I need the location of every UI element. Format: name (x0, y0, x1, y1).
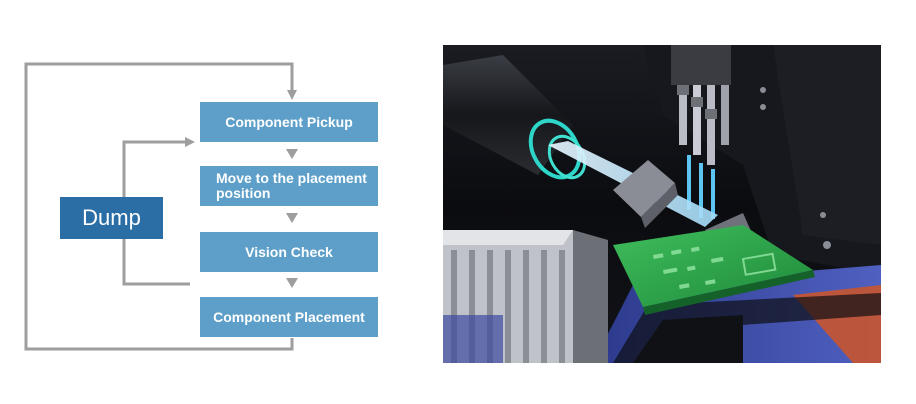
camera-lens-ring (528, 118, 582, 180)
dump-box: Dump (60, 197, 163, 239)
pcb-traces (653, 246, 777, 289)
frame-bolt (820, 212, 826, 218)
pcb-edge (643, 270, 815, 315)
frame-bolt (823, 241, 831, 249)
held-component (613, 160, 675, 217)
machine-render (443, 45, 881, 363)
step-component-placement: Component Placement (200, 297, 378, 337)
down-arrow-3 (286, 278, 298, 288)
feeder-rack (443, 230, 608, 363)
conveyor-belt (633, 315, 743, 363)
held-component-side (641, 183, 678, 228)
nozzle-head (671, 45, 731, 219)
pick-and-place-illustration (443, 45, 881, 363)
step-vision-check: Vision Check (200, 232, 378, 272)
conveyor-shadow (613, 293, 881, 363)
down-arrow-2 (286, 213, 298, 223)
step-move-to-placement-position: Move to the placement position (200, 166, 378, 206)
camera-cylinder (443, 55, 573, 175)
step-component-pickup: Component Pickup (200, 102, 378, 142)
down-arrow-1 (286, 149, 298, 159)
frame-panel-right (773, 45, 881, 245)
pcb-board (613, 225, 813, 307)
frame-bolt (760, 104, 766, 110)
frame-bolt (760, 87, 766, 93)
outer-loop-connector (24, 62, 297, 351)
